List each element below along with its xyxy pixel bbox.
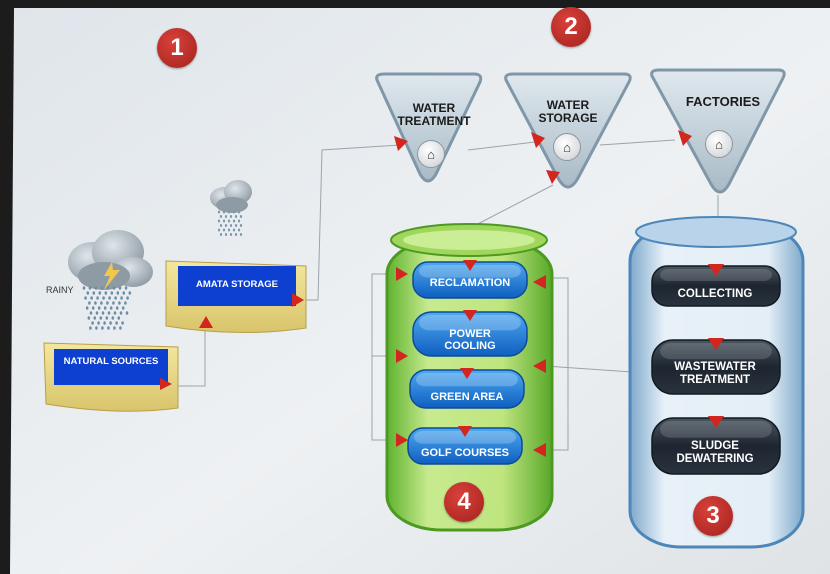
reuse-pill: [407, 426, 523, 465]
marker-2: 2: [551, 7, 591, 47]
inflow-arrow: [396, 267, 408, 281]
amata-storage-box: [165, 260, 307, 334]
rain-cloud-icon: [210, 180, 252, 213]
wastewater-treatment-label: WASTEWATER TREATMENT: [674, 361, 756, 386]
rainy-label: RAINY: [46, 285, 74, 295]
reuse-pill: [409, 368, 525, 409]
collecting-label: COLLECTING: [677, 288, 753, 300]
green-area-label: GREEN AREA: [430, 391, 504, 403]
wastewater-pill: [651, 416, 781, 475]
marker-4: 4: [444, 482, 484, 522]
sludge-dewatering-label: SLUDGE DEWATERING: [676, 440, 754, 465]
marker-3: 3: [693, 496, 733, 536]
natural-sources-label: NATURAL SOURCES: [63, 356, 159, 367]
inflow-arrow: [533, 275, 546, 289]
water-storage-label: WATER STORAGE: [538, 98, 598, 126]
house-icon: ⌂: [705, 130, 733, 158]
inflow-arrow: [396, 433, 408, 447]
reclamation-label: RECLAMATION: [429, 277, 511, 289]
wastewater-pill: [651, 338, 781, 395]
amata-storage-label: AMATA STORAGE: [196, 279, 278, 290]
wastewater-pill: [651, 264, 781, 307]
inflow-arrow: [396, 349, 408, 363]
power-cooling-label: POWER COOLING: [444, 328, 496, 353]
factories-label: FACTORIES: [685, 94, 761, 109]
golf-courses-label: GOLF COURSES: [420, 447, 509, 459]
house-icon: ⌂: [553, 133, 581, 161]
water-storage-node: [504, 72, 632, 189]
water-treatment-node: [375, 72, 483, 183]
reuse-pill: [412, 260, 528, 299]
rain-cloud-icon: [68, 230, 153, 290]
inflow-arrow: [533, 359, 546, 373]
inflow-arrow: [533, 443, 546, 457]
reuse-pill: [412, 310, 528, 357]
marker-1: 1: [157, 28, 197, 68]
natural-sources-box: [43, 342, 179, 412]
water-treatment-label: WATER TREATMENT: [397, 101, 471, 129]
house-icon: ⌂: [417, 140, 445, 168]
